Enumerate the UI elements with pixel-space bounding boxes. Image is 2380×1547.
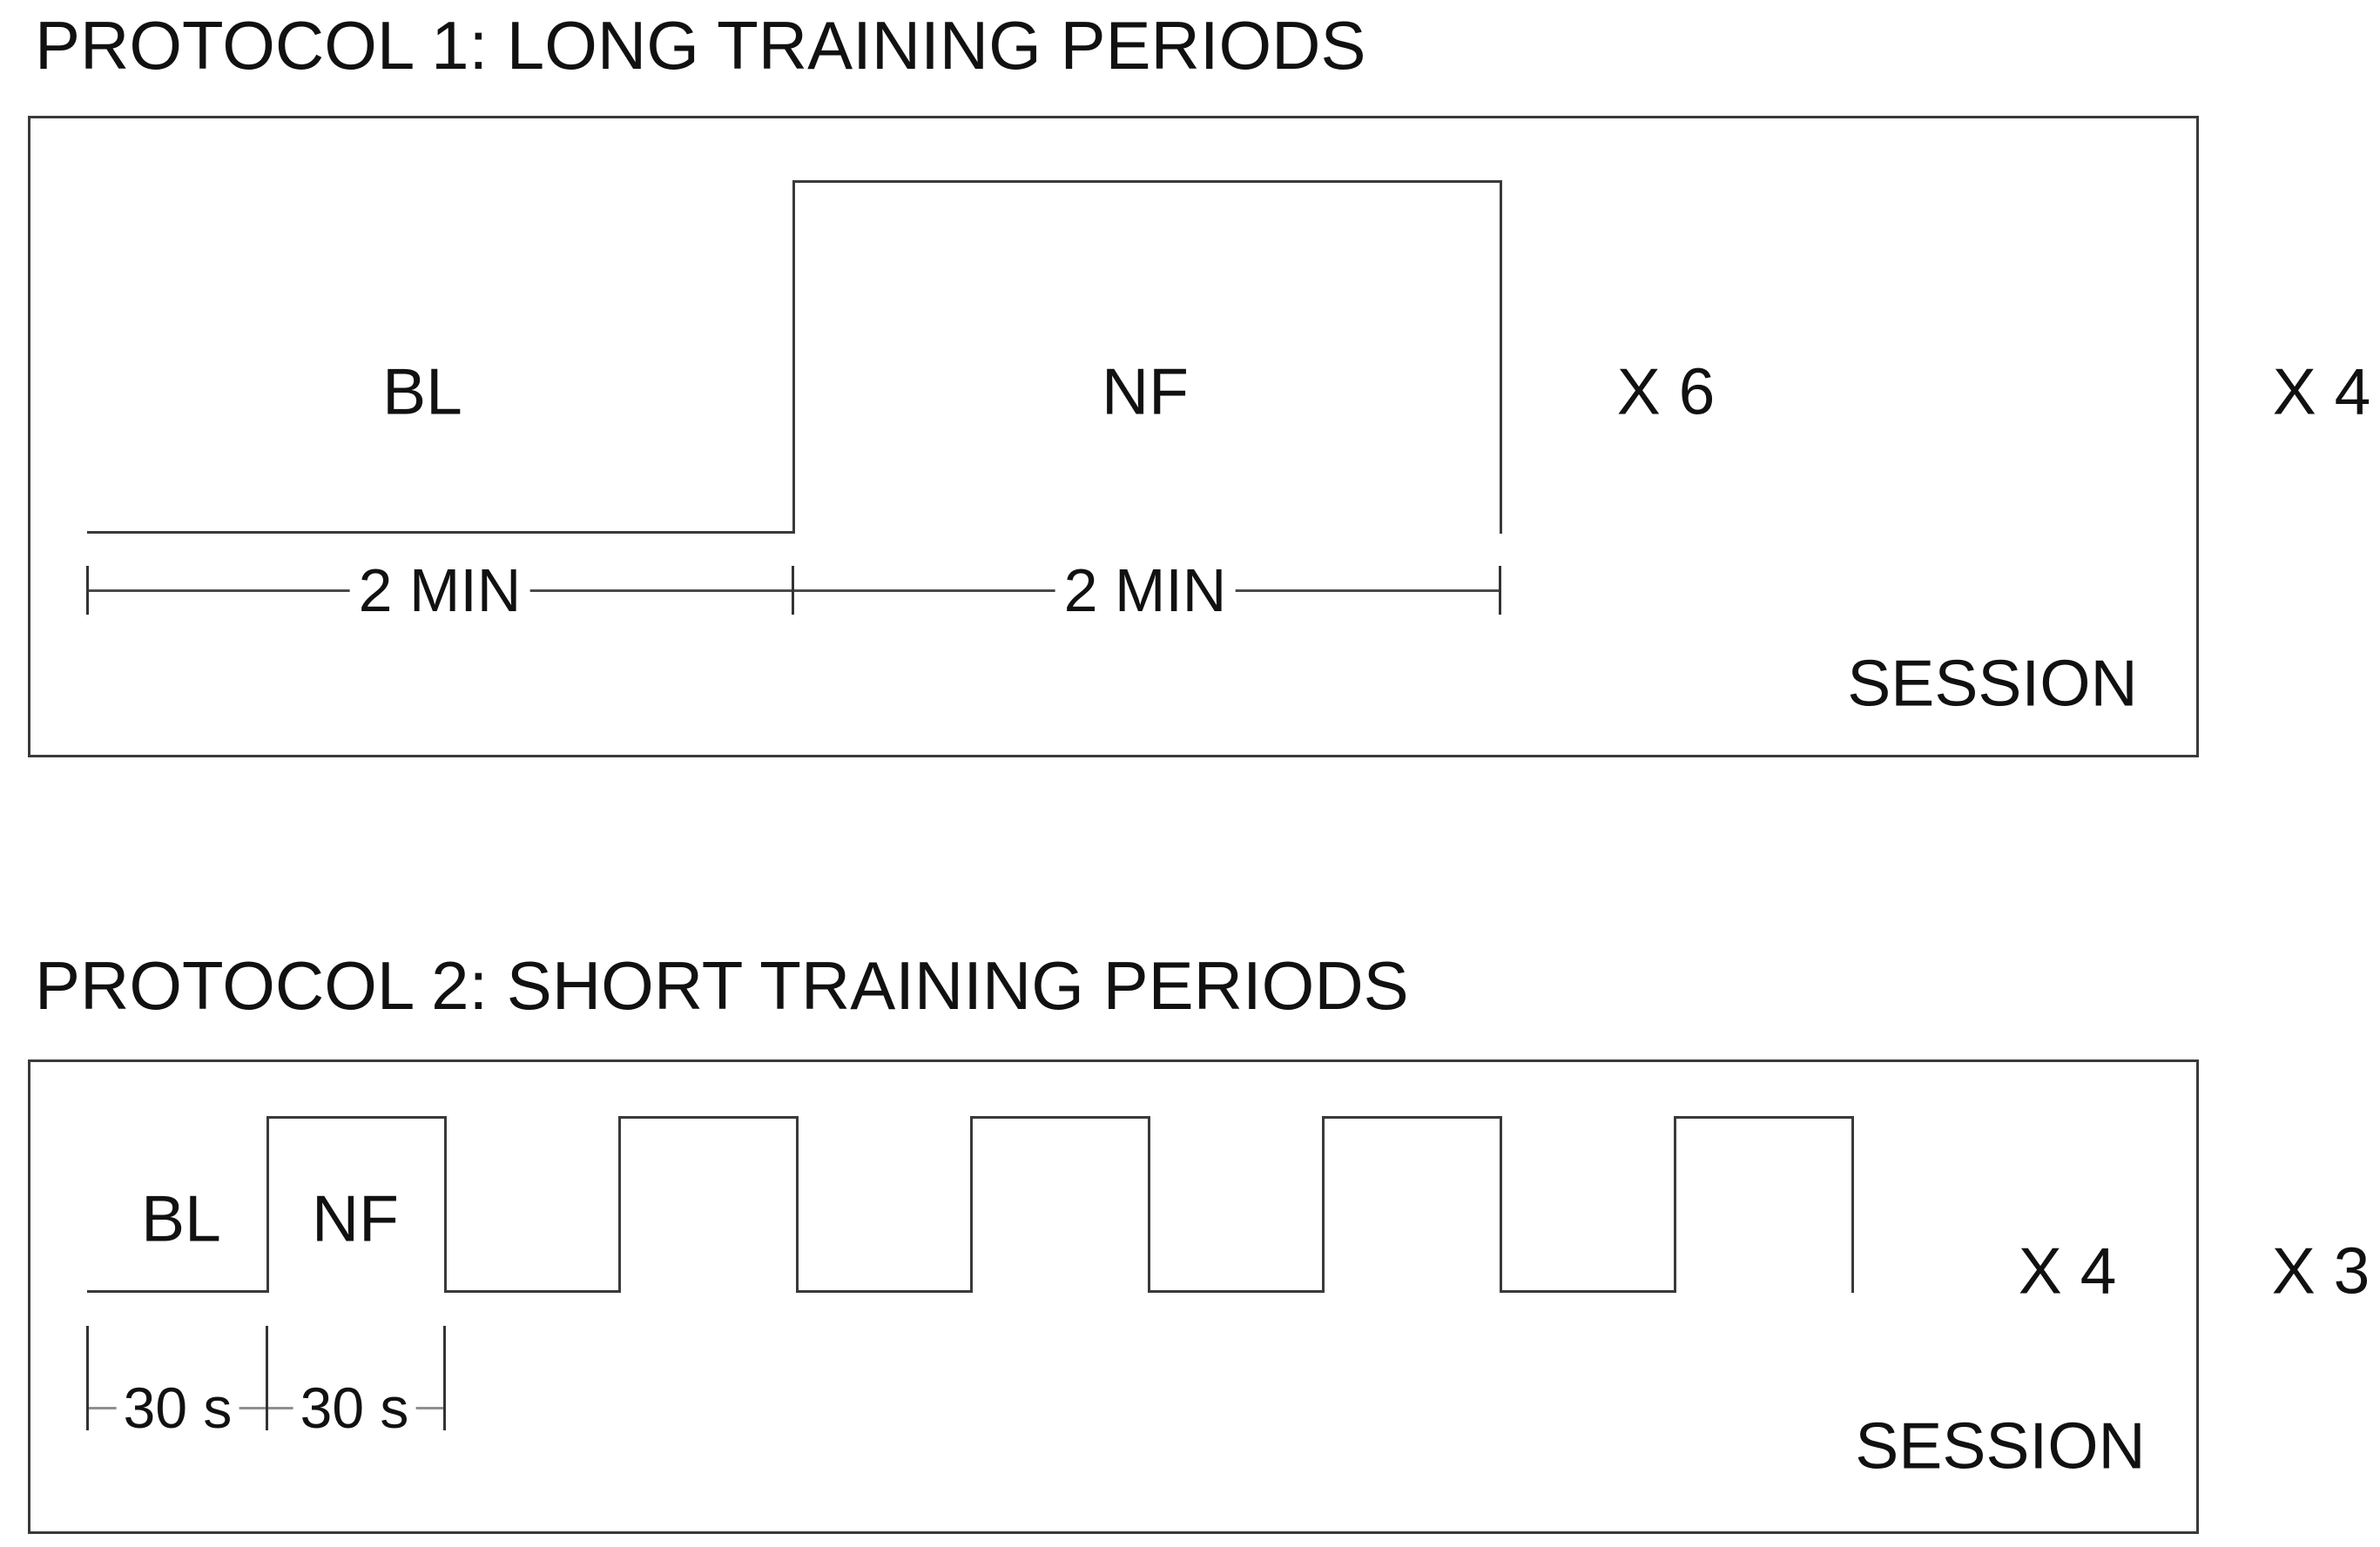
dimension-tick <box>1499 566 1501 615</box>
protocol1-neurofeedback-label: NF <box>1102 354 1189 428</box>
dimension-tick <box>792 566 794 615</box>
protocol1-dim-label-bl: 2 MIN <box>349 560 530 621</box>
wave-low-segment <box>87 1290 269 1293</box>
dimension-tick <box>443 1326 446 1430</box>
wave-rise-edge <box>792 180 795 534</box>
protocol1-session-repeat-label: X 4 <box>2272 354 2371 428</box>
protocol1-dim-label-nf: 2 MIN <box>1055 560 1236 621</box>
wave-rise-edge <box>618 1116 621 1293</box>
dimension-tick <box>86 566 89 615</box>
wave-fall-edge <box>1500 1116 1502 1293</box>
protocol2-session-box <box>28 1059 2199 1534</box>
dimension-tick <box>86 1326 89 1430</box>
wave-high-segment <box>266 1116 447 1119</box>
wave-rise-edge <box>1674 1116 1676 1293</box>
protocol1-session-box <box>28 116 2199 757</box>
wave-rise-edge <box>970 1116 973 1293</box>
wave-high-segment <box>618 1116 799 1119</box>
wave-fall-edge <box>1148 1116 1150 1293</box>
wave-low-segment <box>87 531 795 534</box>
wave-low-segment <box>444 1290 621 1293</box>
protocol2-session-repeat-label: X 3 <box>2271 1234 2370 1308</box>
dimension-tick <box>266 1326 268 1430</box>
wave-fall-edge <box>444 1116 447 1293</box>
wave-rise-edge <box>1322 1116 1325 1293</box>
protocol2-dim-label-bl: 30 s <box>116 1379 239 1436</box>
protocol1-title: PROTOCOL 1: LONG TRAINING PERIODS <box>35 7 1366 84</box>
protocol2-dim-label-nf: 30 s <box>293 1379 416 1436</box>
protocol2-baseline-label: BL <box>141 1181 221 1255</box>
wave-rise-edge <box>266 1116 269 1293</box>
wave-fall-edge <box>1500 180 1502 534</box>
protocol1-block-repeat-label: X 6 <box>1616 354 1716 428</box>
wave-low-segment <box>1500 1290 1676 1293</box>
wave-fall-edge <box>1851 1116 1854 1293</box>
protocol2-session-label: SESSION <box>1855 1409 2146 1483</box>
protocol1-baseline-label: BL <box>382 354 462 428</box>
wave-high-segment <box>792 180 1502 183</box>
protocol2-block-repeat-label: X 4 <box>2018 1234 2117 1308</box>
wave-fall-edge <box>796 1116 799 1293</box>
wave-high-segment <box>1674 1116 1854 1119</box>
wave-high-segment <box>970 1116 1150 1119</box>
wave-high-segment <box>1322 1116 1502 1119</box>
protocol2-neurofeedback-label: NF <box>312 1181 399 1255</box>
protocol2-title: PROTOCOL 2: SHORT TRAINING PERIODS <box>35 947 1409 1024</box>
wave-low-segment <box>1148 1290 1325 1293</box>
wave-low-segment <box>796 1290 973 1293</box>
protocol1-session-label: SESSION <box>1847 646 2138 720</box>
